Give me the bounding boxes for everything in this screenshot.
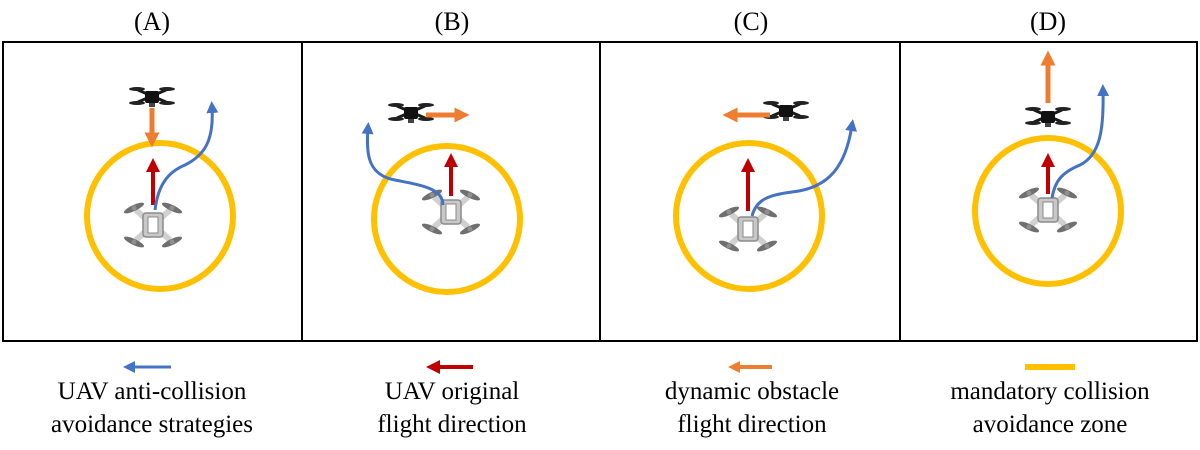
panel-label-d: (D) <box>1030 7 1066 36</box>
legend-label-line1: UAV original <box>385 378 520 405</box>
legend-item-avoidance: UAV anti-collision avoidance strategies <box>51 361 253 438</box>
legend-item-collision-zone: mandatory collision avoidance zone <box>950 364 1150 438</box>
legend-item-obstacle-direction: dynamic obstacle flight direction <box>665 361 839 438</box>
panel-label-b: (B) <box>435 7 470 36</box>
legend-label-line2: flight direction <box>377 411 527 438</box>
legend-label-line2: avoidance zone <box>973 411 1128 438</box>
legend-item-original-direction: UAV original flight direction <box>377 360 527 438</box>
own-uav-icon <box>123 201 183 250</box>
panel-b: (B) <box>301 7 601 342</box>
panel-c: (C) <box>599 7 901 342</box>
legend-label-line1: mandatory collision <box>950 378 1150 405</box>
avoidance-path-arrow <box>750 119 858 217</box>
obstacle-uav-icon <box>1023 105 1073 129</box>
legend-label-line1: dynamic obstacle <box>665 378 839 405</box>
own-uav-icon <box>718 205 778 254</box>
avoidance-path-arrow <box>1050 84 1110 199</box>
avoidance-path-arrow <box>361 122 445 206</box>
panel-d: (D) <box>899 7 1198 342</box>
collision-avoidance-zone <box>371 143 523 295</box>
obstacle-uav-icon <box>761 99 811 123</box>
panel-label-a: (A) <box>134 7 170 36</box>
panel-a: (A) <box>2 7 303 342</box>
panel-label-c: (C) <box>734 7 769 36</box>
collision-avoidance-zone <box>673 140 825 292</box>
avoidance-path-arrow <box>153 101 219 211</box>
panel-frame <box>899 41 1198 342</box>
legend: UAV anti-collision avoidance strategies … <box>51 360 1150 438</box>
collision-avoidance-zone <box>84 140 236 292</box>
obstacle-uav-icon <box>127 85 177 109</box>
collision-avoidance-zone <box>972 135 1124 287</box>
legend-label-line1: UAV anti-collision <box>58 378 247 405</box>
legend-label-line2: avoidance strategies <box>51 411 253 438</box>
legend-label-line2: flight direction <box>677 411 827 438</box>
